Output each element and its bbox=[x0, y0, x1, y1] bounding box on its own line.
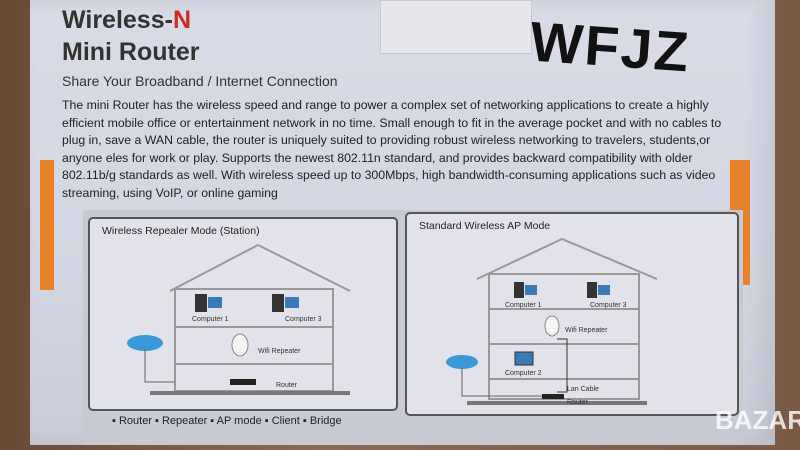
computer-icon bbox=[272, 294, 284, 312]
svg-text:Computer 3: Computer 3 bbox=[590, 302, 627, 309]
svg-text:Wifi Repeater: Wifi Repeater bbox=[258, 348, 301, 355]
svg-text:Computer 2: Computer 2 bbox=[505, 370, 542, 377]
svg-text:Computer 1: Computer 1 bbox=[505, 302, 542, 309]
mode-title: Standard Wireless AP Mode bbox=[419, 220, 551, 232]
svg-text:Router: Router bbox=[276, 382, 298, 389]
tagline: Share Your Broadband / Internet Connecti… bbox=[62, 73, 338, 89]
cloud-icon bbox=[127, 335, 163, 351]
router-icon bbox=[230, 379, 256, 385]
mode-legend: ▪ Router ▪ Repeater ▪ AP mode ▪ Client ▪… bbox=[112, 415, 342, 427]
orange-stripe-left bbox=[40, 160, 54, 290]
product-title: Wireless-N bbox=[62, 6, 191, 34]
watermark: BAZAR bbox=[715, 405, 800, 435]
repeater-icon bbox=[231, 333, 249, 357]
repeater-mode-diagram: Wireless Repealer Mode (Station) Compute… bbox=[88, 217, 398, 411]
handwritten-note: WFJZ bbox=[527, 9, 693, 84]
svg-text:Computer 1: Computer 1 bbox=[192, 316, 229, 323]
ap-mode-diagram: Standard Wireless AP Mode Computer 1 Comp… bbox=[405, 212, 739, 416]
computer-icon bbox=[195, 294, 207, 312]
mode-title: Wireless Repealer Mode (Station) bbox=[102, 225, 260, 237]
svg-text:Wifi Repeater: Wifi Repeater bbox=[565, 327, 608, 334]
product-subtitle: Mini Router bbox=[62, 38, 200, 66]
description: The mini Router has the wireless speed a… bbox=[62, 98, 722, 200]
svg-text:Router: Router bbox=[567, 399, 589, 406]
svg-text:Computer 3: Computer 3 bbox=[285, 316, 322, 323]
svg-text:Lan Cable: Lan Cable bbox=[567, 386, 599, 393]
tape bbox=[380, 0, 532, 54]
